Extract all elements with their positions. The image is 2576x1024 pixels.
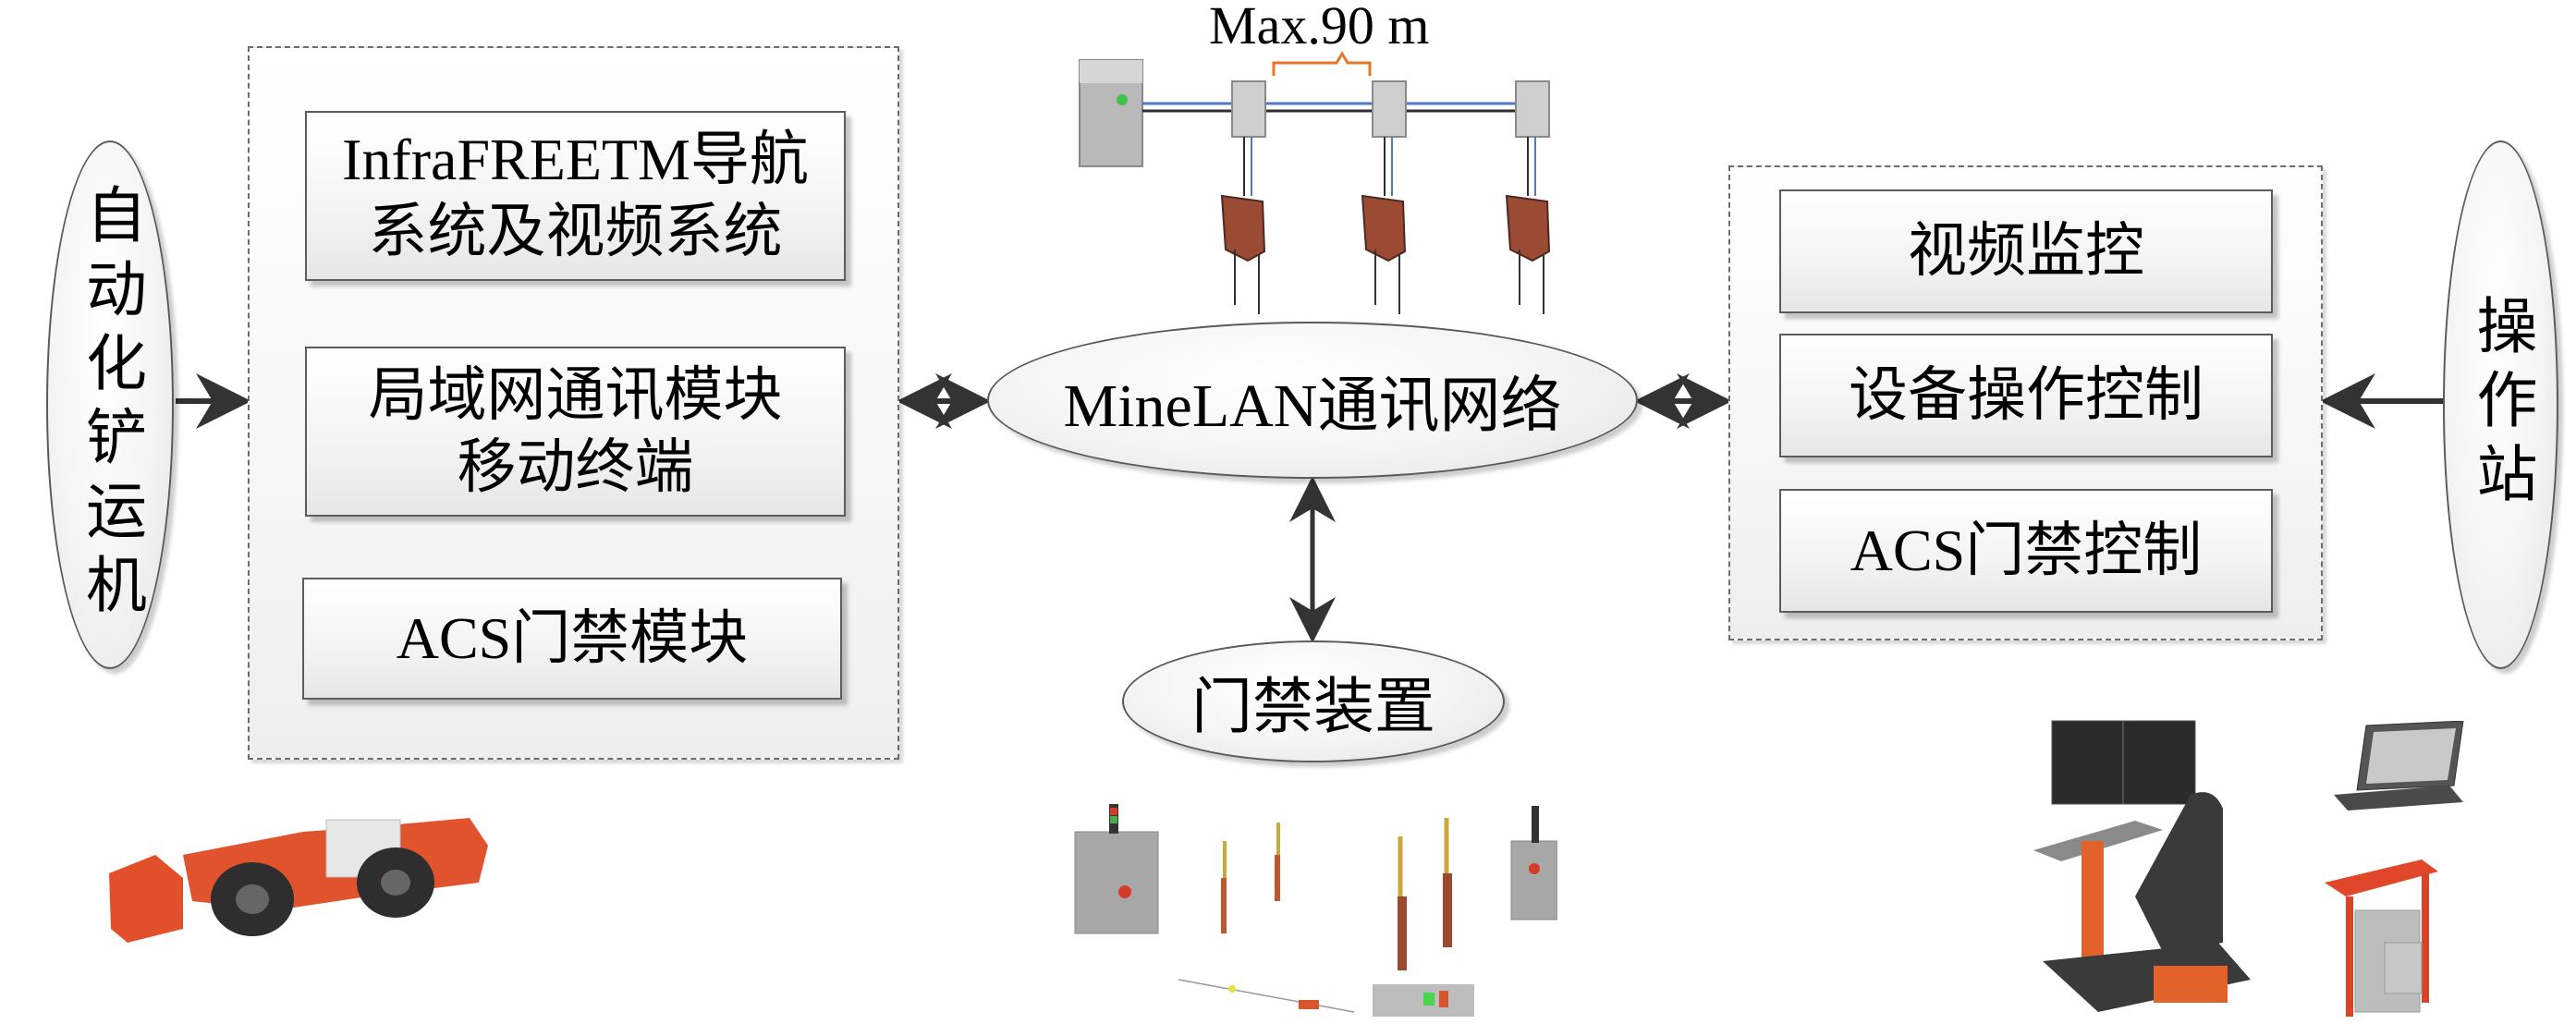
loader-node: 自动化铲运机 — [46, 140, 174, 669]
module-line: 移动终端 — [457, 434, 694, 500]
safety-barrier-icon — [1221, 841, 1227, 933]
gate-lock-icon — [1373, 984, 1474, 1017]
electrical-cabinet-illustration — [2325, 859, 2438, 1017]
loader-vehicle-illustration — [109, 818, 488, 943]
module-line: ACS门禁控制 — [1850, 518, 2203, 583]
laptop-illustration — [2334, 721, 2464, 811]
module-line: ACS门禁模块 — [396, 605, 749, 671]
module-acs-control: ACS门禁控制 — [1779, 489, 2273, 613]
module-line: 局域网通讯模块 — [368, 362, 783, 428]
minelan-network-node: MineLAN通讯网络 — [987, 322, 1638, 479]
module-line: 系统及视频系统 — [368, 199, 783, 264]
module-video-monitoring: 视频监控 — [1779, 189, 2273, 313]
operator-station-illustration — [2033, 720, 2251, 1012]
control-cabinet-icon — [1074, 804, 1159, 934]
module-line: 视频监控 — [1908, 218, 2144, 284]
access-control-devices-illustration — [1074, 804, 1557, 1017]
operator-station-label: 操作站 — [2467, 294, 2535, 516]
module-line: 设备操作控制 — [1849, 362, 2204, 428]
operator-station-node: 操作站 — [2443, 140, 2558, 669]
module-acs-access: ACS门禁模块 — [302, 578, 842, 700]
access-device-node: 门禁装置 — [1122, 640, 1505, 762]
control-cabinet-icon — [1510, 806, 1557, 920]
safety-barrier-icon — [1443, 818, 1452, 947]
loader-node-label: 自动化铲运机 — [77, 183, 144, 627]
module-line: InfraFREETM导航 — [342, 127, 809, 192]
safety-barrier-icon — [1275, 823, 1280, 901]
max-distance-label: Max.90 m — [1209, 0, 1430, 55]
safety-barrier-icon — [1398, 836, 1407, 970]
access-device-label: 门禁装置 — [1191, 674, 1435, 741]
module-navigation-video: InfraFREETM导航 系统及视频系统 — [305, 111, 846, 281]
module-equipment-control: 设备操作控制 — [1779, 334, 2273, 457]
module-lan-terminal: 局域网通讯模块 移动终端 — [305, 347, 846, 517]
minelan-network-label: MineLAN通讯网络 — [1063, 372, 1562, 440]
